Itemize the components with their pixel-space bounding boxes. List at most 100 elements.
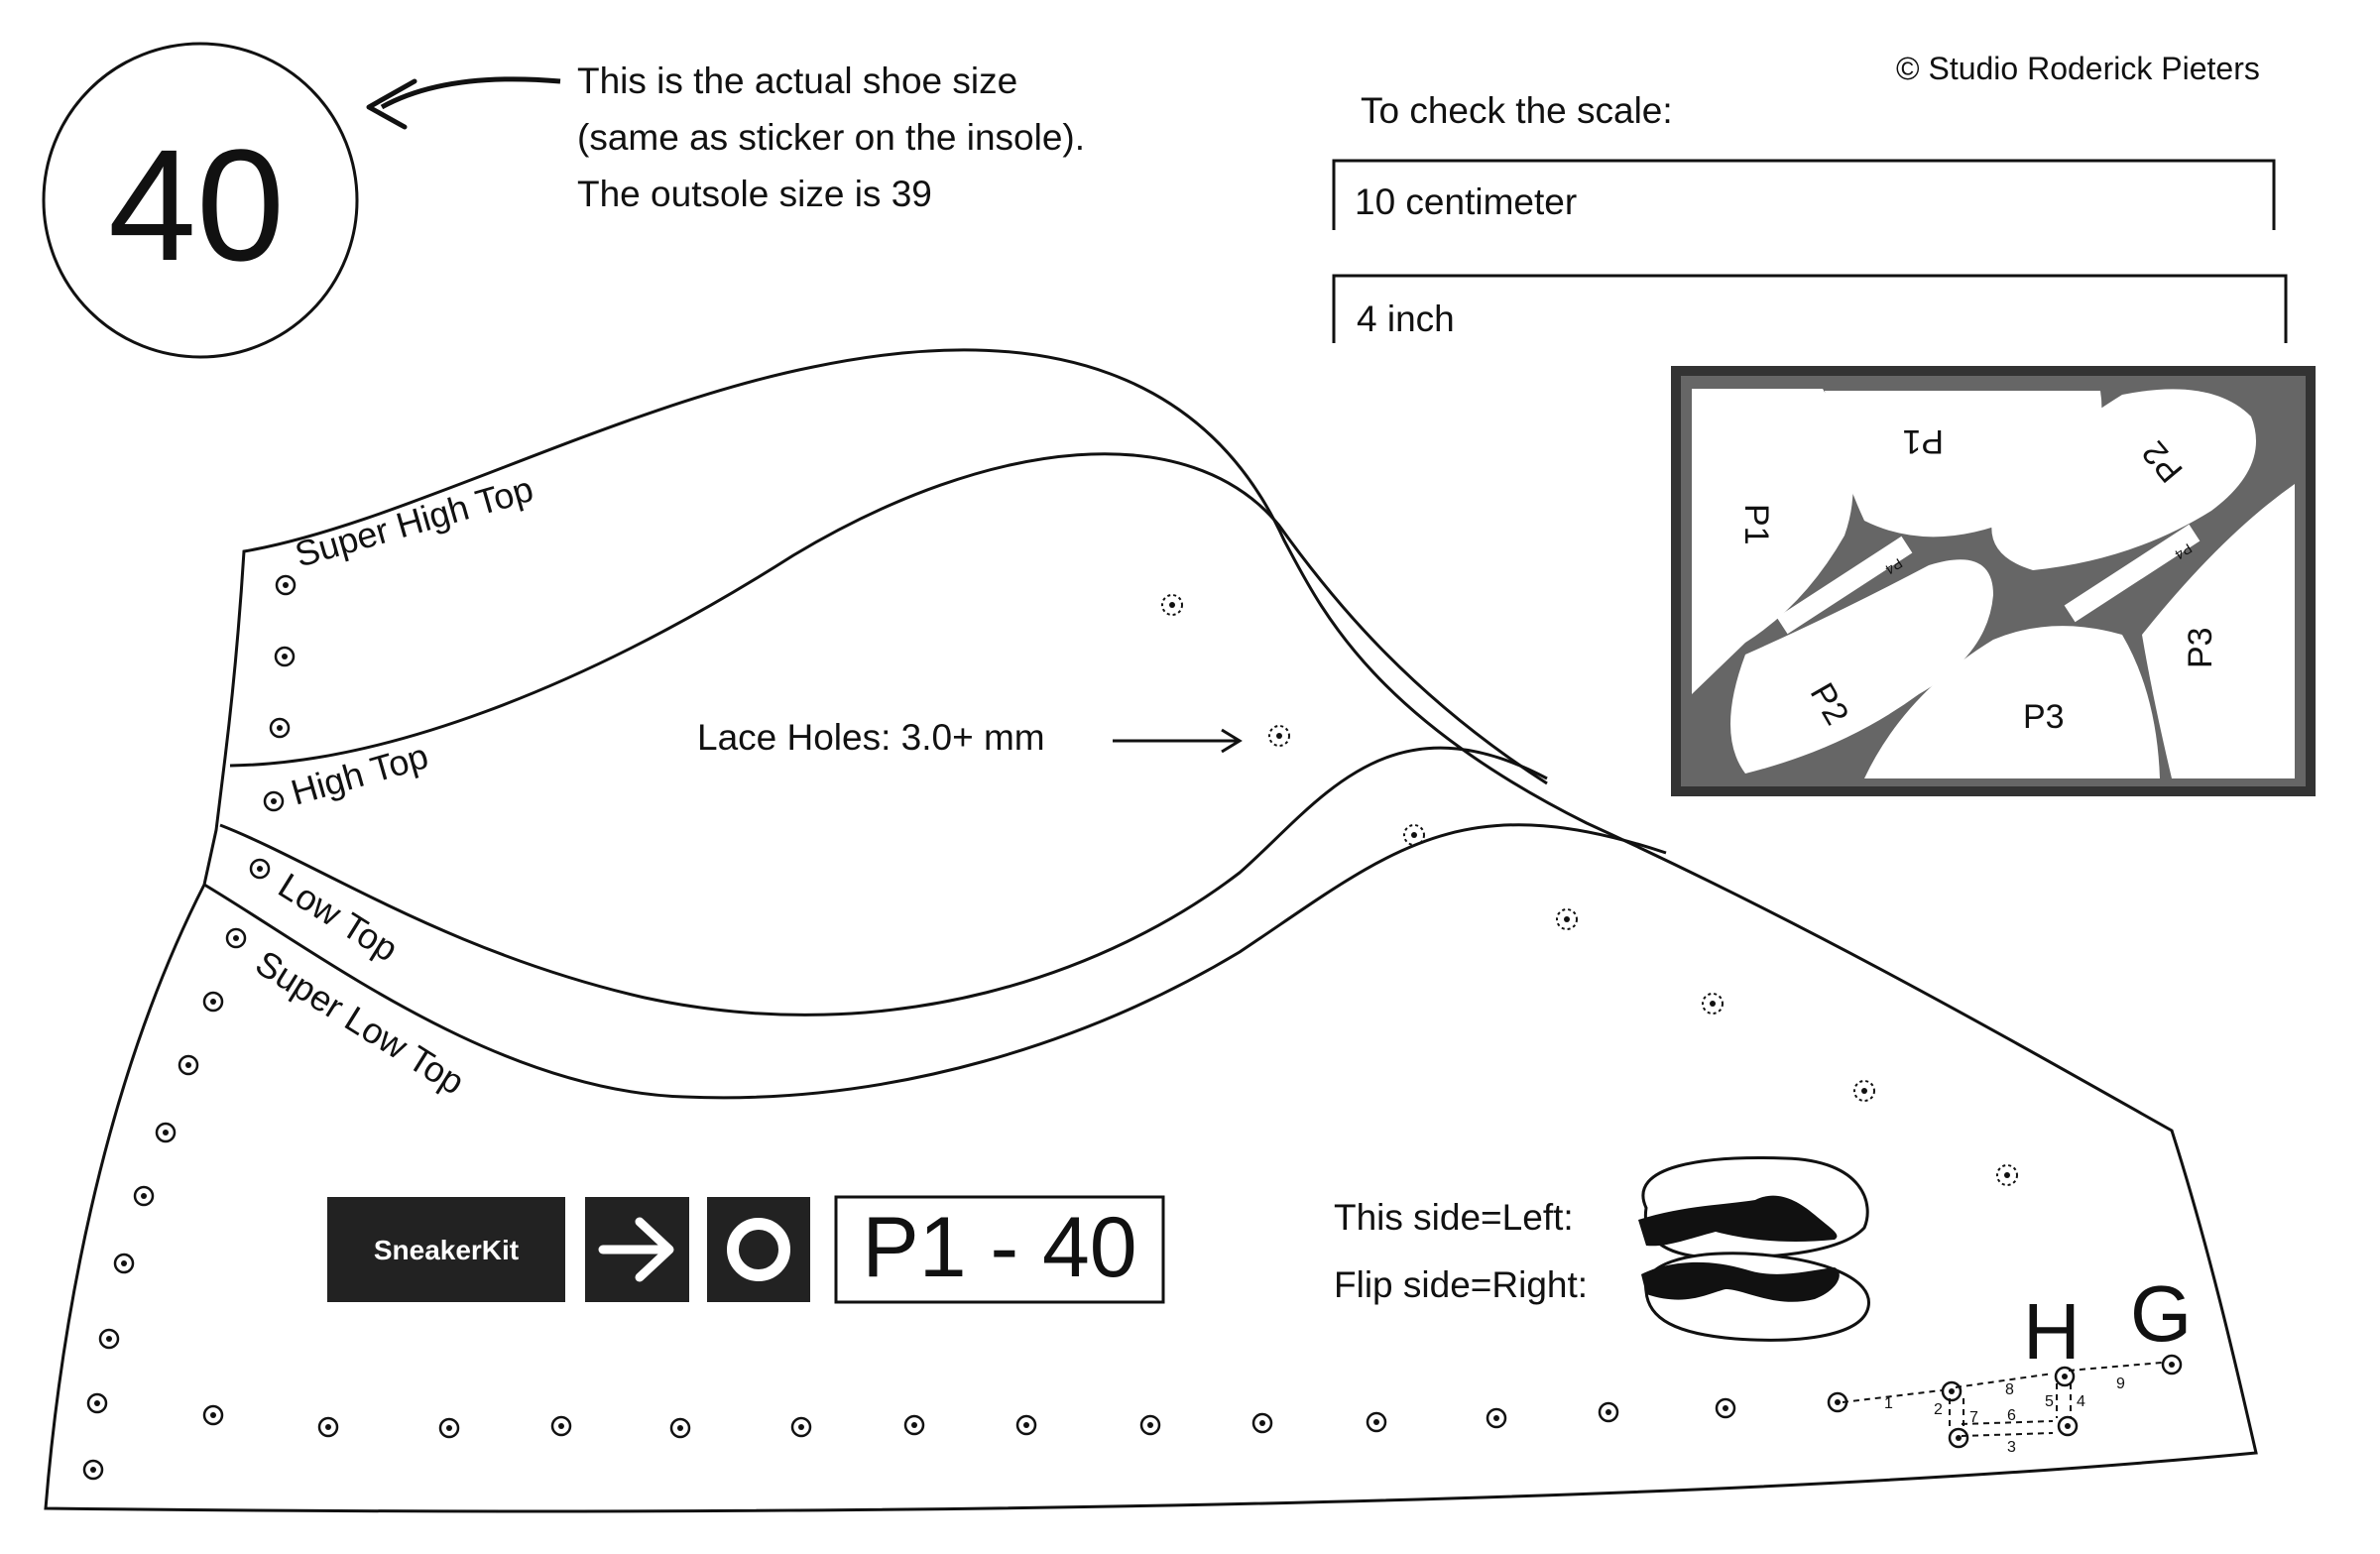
marker-g: G bbox=[2130, 1269, 2192, 1358]
stitch-dot bbox=[550, 1415, 572, 1437]
stitch-dot bbox=[1486, 1407, 1507, 1429]
inset-label-p4-left: P4 bbox=[1882, 555, 1905, 578]
pattern-outline bbox=[44, 348, 2258, 1513]
marker-h: H bbox=[2023, 1287, 2081, 1375]
lace-hole-marks bbox=[1161, 594, 2018, 1186]
pattern-piece-p1 bbox=[44, 348, 2258, 1513]
seq-5: 5 bbox=[2045, 1393, 2054, 1410]
brand-name: SneakerKit bbox=[374, 1235, 519, 1265]
lace-hole bbox=[1996, 1164, 2018, 1186]
stitch-dot bbox=[275, 574, 297, 596]
stitch-dot bbox=[317, 1416, 339, 1438]
brand-logo-box bbox=[327, 1197, 565, 1302]
low-top-line bbox=[219, 746, 1548, 1016]
stitch-dot bbox=[1715, 1397, 1736, 1419]
stitch-dot bbox=[2057, 1415, 2079, 1437]
stitch-dots bbox=[82, 574, 2183, 1481]
side-info: This side=Left: Flip side=Right: bbox=[1334, 1156, 1870, 1342]
right-arrow-icon bbox=[598, 1217, 674, 1282]
inset-piece-p4-right bbox=[2064, 524, 2201, 623]
side-left-label: This side=Left: bbox=[1334, 1197, 1574, 1238]
super-low-top-line bbox=[203, 823, 1667, 1100]
inset-piece-p2-left bbox=[1730, 559, 1993, 774]
label-high-top: High Top bbox=[287, 735, 432, 812]
lace-holes-label: Lace Holes: 3.0+ mm bbox=[697, 717, 1045, 758]
shoe-left-icon bbox=[1638, 1156, 1869, 1259]
stitch-dot bbox=[202, 991, 224, 1013]
stitch-dot bbox=[98, 1328, 120, 1350]
size-badge: 40 bbox=[42, 42, 359, 359]
stitch-dot bbox=[790, 1416, 812, 1438]
inset-piece-p3-right bbox=[2142, 484, 2295, 778]
curved-arrow-icon bbox=[366, 76, 561, 130]
inset-label-p3-bottom: P3 bbox=[2023, 698, 2065, 736]
label-super-high-top: Super High Top bbox=[291, 468, 537, 575]
part-label-box bbox=[834, 1195, 1165, 1304]
seq-6: 6 bbox=[2007, 1407, 2016, 1424]
side-right-label: Flip side=Right: bbox=[1334, 1264, 1588, 1305]
inset-label-p3-right: P3 bbox=[2182, 627, 2219, 668]
seq-9: 9 bbox=[2116, 1375, 2125, 1392]
stitch-dot bbox=[1598, 1401, 1619, 1423]
part-label: P1 - 40 bbox=[862, 1200, 1136, 1295]
high-top-line bbox=[229, 452, 1548, 785]
size-note-line-2: (same as sticker on the insole). bbox=[577, 117, 1085, 158]
layout-inset: P1 P1 P2 P2 P3 P3 P4 P4 bbox=[1671, 366, 2316, 796]
inset-piece-p3-bottom bbox=[1864, 626, 2160, 778]
inset-label-p4-right: P4 bbox=[2172, 540, 2195, 563]
lace-hole bbox=[1403, 824, 1425, 846]
stitch-dot bbox=[438, 1417, 460, 1439]
stitch-dot bbox=[225, 927, 247, 949]
scale-check: To check the scale: 10 centimeter 4 inch bbox=[1332, 90, 2288, 343]
stitch-dot bbox=[249, 858, 271, 880]
stitch-dot bbox=[82, 1459, 104, 1481]
scale-bar-inch bbox=[1332, 274, 2288, 343]
lace-hole bbox=[1556, 908, 1578, 930]
stitch-dot bbox=[1948, 1427, 1969, 1449]
scale-bar-cm-label: 10 centimeter bbox=[1355, 181, 1577, 222]
inset-label-p1-left: P1 bbox=[1737, 504, 1775, 545]
brand-block: SneakerKit P1 - 40 bbox=[327, 1195, 1165, 1304]
ring-icon bbox=[727, 1218, 790, 1281]
stitch-dot bbox=[274, 646, 296, 667]
size-badge-number: 40 bbox=[108, 116, 285, 294]
stitch-dot bbox=[2161, 1354, 2183, 1375]
seq-7: 7 bbox=[1969, 1409, 1978, 1426]
stitch-dot bbox=[1251, 1412, 1273, 1434]
copyright-text: © Studio Roderick Pieters bbox=[1896, 51, 2260, 86]
inset-piece-p2-right bbox=[1991, 389, 2256, 570]
inset-piece-p4-left bbox=[1776, 536, 1913, 635]
lace-hole bbox=[1702, 993, 1724, 1015]
stitch-dot bbox=[903, 1414, 925, 1436]
scale-heading: To check the scale: bbox=[1361, 90, 1673, 131]
stitch-sequence: 1 2 3 4 5 6 7 8 9 bbox=[1842, 1362, 2163, 1456]
stitch-dot bbox=[2054, 1366, 2076, 1387]
right-arrow-icon bbox=[1113, 728, 1243, 754]
stitch-dot bbox=[1941, 1380, 1963, 1402]
stitch-dot bbox=[269, 717, 291, 739]
stitch-dot bbox=[1139, 1414, 1161, 1436]
shoe-right-icon bbox=[1641, 1252, 1870, 1342]
stitch-dot bbox=[1366, 1411, 1387, 1433]
stitch-dot bbox=[263, 790, 285, 812]
scale-bar-inch-label: 4 inch bbox=[1357, 299, 1455, 339]
stitch-dot bbox=[1015, 1414, 1037, 1436]
stitch-dot bbox=[178, 1054, 199, 1076]
stitch-dot bbox=[202, 1404, 224, 1426]
seq-1: 1 bbox=[1884, 1395, 1893, 1412]
inset-label-p1-top: P1 bbox=[1902, 422, 1944, 460]
seq-3: 3 bbox=[2007, 1439, 2016, 1456]
seq-2: 2 bbox=[1934, 1401, 1943, 1418]
lace-hole bbox=[1268, 725, 1290, 747]
stitch-dot bbox=[86, 1392, 108, 1414]
stitch-dot bbox=[669, 1417, 691, 1439]
size-note: This is the actual shoe size (same as st… bbox=[577, 60, 1085, 214]
scale-bar-cm bbox=[1332, 159, 2276, 230]
label-super-low-top: Super Low Top bbox=[249, 942, 472, 1103]
stitch-dot bbox=[155, 1122, 177, 1143]
size-note-line-1: This is the actual shoe size bbox=[577, 60, 1017, 101]
seq-8: 8 bbox=[2005, 1381, 2014, 1398]
stitch-sequence-numbers: 1 2 3 4 5 6 7 8 9 bbox=[1884, 1375, 2125, 1456]
lace-hole bbox=[1853, 1080, 1875, 1102]
